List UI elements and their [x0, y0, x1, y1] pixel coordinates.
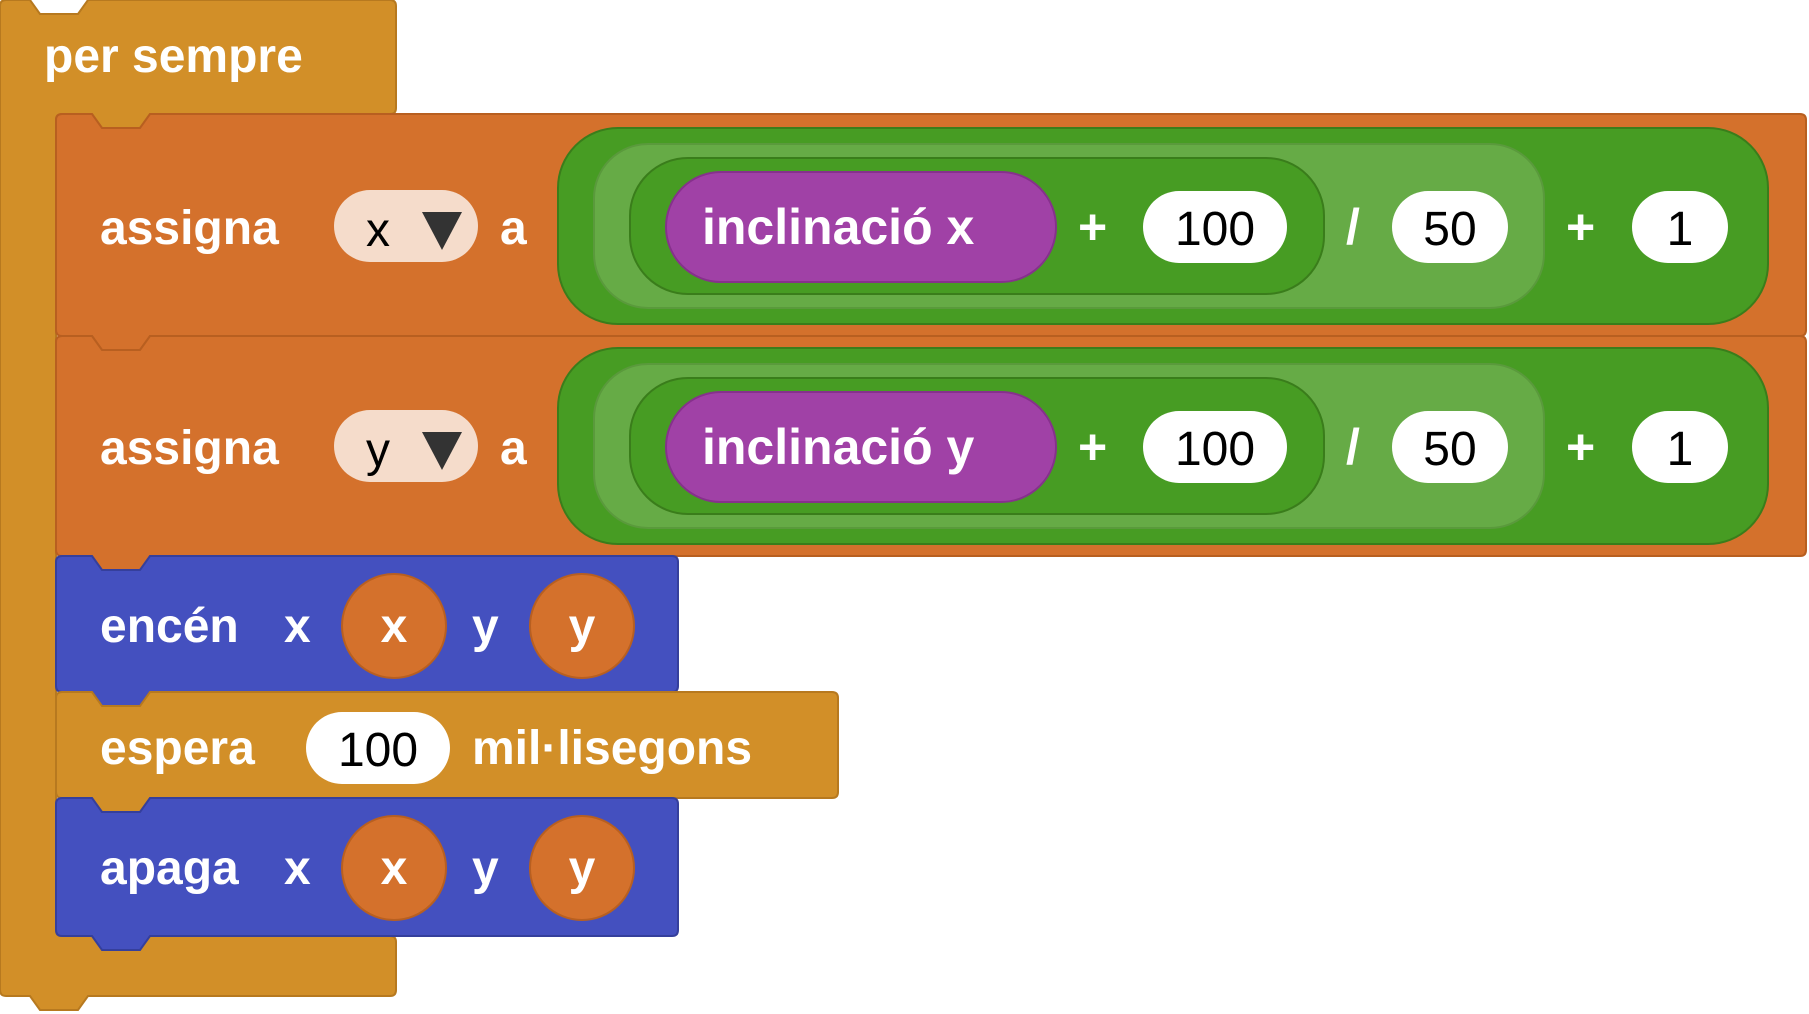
- unplot-block[interactable]: apaga x x y y: [55, 797, 679, 951]
- dropdown-x-bg[interactable]: [334, 190, 478, 262]
- pause-value-field[interactable]: [306, 712, 450, 784]
- pause-label: espera: [100, 722, 255, 775]
- operator-plus-2-x: +: [1566, 199, 1595, 255]
- plot-y-label: y: [472, 600, 499, 653]
- dropdown-y-value: y: [366, 424, 390, 477]
- plot-x-variable[interactable]: x: [341, 573, 447, 679]
- variable-dropdown-y[interactable]: y: [334, 410, 478, 482]
- variable-dropdown-x[interactable]: x: [334, 190, 478, 262]
- unplot-label: apaga: [100, 842, 239, 895]
- dropdown-arrow-icon: [422, 432, 462, 470]
- plot-y-variable[interactable]: y: [529, 573, 635, 679]
- tilt-y-reporter[interactable]: inclinació y: [665, 391, 1057, 503]
- forever-block[interactable]: per sempre: [0, 0, 397, 1011]
- operator-divide-y: /: [1346, 419, 1360, 475]
- operator-plus-1-y: +: [1078, 419, 1107, 475]
- unplot-y-variable-label: y: [569, 842, 596, 895]
- dropdown-arrow-icon: [422, 212, 462, 250]
- number-field-50-x[interactable]: [1392, 191, 1508, 263]
- number-value-100-y: 100: [1175, 423, 1255, 476]
- set-x-label: assigna: [100, 202, 279, 255]
- plot-x-variable-label: x: [381, 600, 408, 653]
- plot-label: encén: [100, 600, 239, 653]
- plot-block[interactable]: encén x x y y: [55, 555, 679, 707]
- math-expression-y[interactable]: inclinació y + 100 / 50 + 1: [557, 347, 1769, 545]
- pause-value: 100: [338, 724, 418, 777]
- number-field-1-x[interactable]: [1632, 191, 1728, 263]
- set-y-block[interactable]: assigna y a inclinació y + 100 / 50 + 1: [55, 335, 1807, 571]
- number-value-1-x: 1: [1667, 203, 1694, 256]
- operator-plus-2-y: +: [1566, 419, 1595, 475]
- dropdown-y-bg[interactable]: [334, 410, 478, 482]
- unplot-y-variable[interactable]: y: [529, 815, 635, 921]
- plot-x-label: x: [284, 600, 311, 653]
- set-x-block[interactable]: assigna x a inclinació x + 100 / 50 + 1: [55, 113, 1807, 351]
- number-value-50-y: 50: [1423, 423, 1476, 476]
- tilt-x-reporter[interactable]: inclinació x: [665, 171, 1057, 283]
- math-expression-x[interactable]: inclinació x + 100 / 50 + 1: [557, 127, 1769, 325]
- set-y-label: assigna: [100, 422, 279, 475]
- operator-divide-x: /: [1346, 199, 1360, 255]
- unplot-x-variable[interactable]: x: [341, 815, 447, 921]
- unplot-x-label: x: [284, 842, 311, 895]
- set-y-connector: a: [500, 422, 527, 475]
- number-field-100-y[interactable]: [1143, 411, 1287, 483]
- number-value-100-x: 100: [1175, 203, 1255, 256]
- tilt-y-label: inclinació y: [702, 419, 975, 475]
- number-field-100-x[interactable]: [1143, 191, 1287, 263]
- number-value-50-x: 50: [1423, 203, 1476, 256]
- dropdown-x-value: x: [366, 204, 390, 257]
- unplot-x-variable-label: x: [381, 842, 408, 895]
- pause-block[interactable]: espera 100 mil·lisegons: [55, 691, 839, 813]
- number-value-1-y: 1: [1667, 423, 1694, 476]
- pause-unit: mil·lisegons: [472, 722, 752, 775]
- plot-y-variable-label: y: [569, 600, 596, 653]
- number-field-1-y[interactable]: [1632, 411, 1728, 483]
- forever-label: per sempre: [44, 30, 303, 83]
- unplot-y-label: y: [472, 842, 499, 895]
- operator-plus-1-x: +: [1078, 199, 1107, 255]
- set-x-connector: a: [500, 202, 527, 255]
- number-field-50-y[interactable]: [1392, 411, 1508, 483]
- tilt-x-label: inclinació x: [702, 199, 975, 255]
